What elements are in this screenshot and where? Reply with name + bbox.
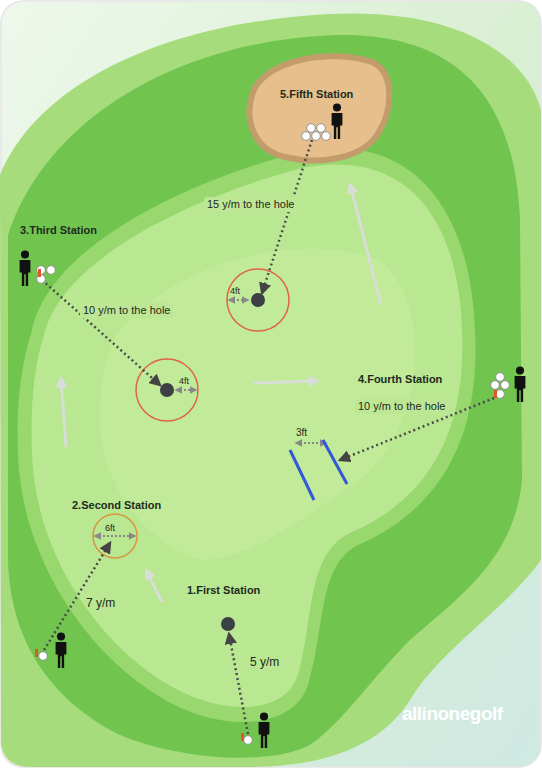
flow-arrow bbox=[350, 184, 381, 305]
players bbox=[20, 103, 526, 748]
station-label: 2.Second Station bbox=[72, 499, 161, 512]
tee bbox=[35, 649, 38, 657]
ball bbox=[322, 132, 331, 141]
dimension-label: 4ft bbox=[179, 376, 189, 386]
tee bbox=[38, 269, 41, 277]
dimension-line bbox=[95, 535, 135, 537]
putt-lines bbox=[42, 140, 494, 734]
gate bbox=[290, 440, 347, 500]
golfer bbox=[332, 103, 343, 139]
dimension-line bbox=[229, 299, 248, 301]
target-circle bbox=[136, 359, 198, 421]
distance-label: 15 y/m to the hole bbox=[204, 197, 297, 212]
tees bbox=[35, 269, 497, 741]
putt-line bbox=[229, 634, 248, 734]
ball bbox=[496, 373, 505, 382]
rough bbox=[0, 13, 541, 767]
direction-arrows bbox=[61, 184, 381, 602]
gate-line bbox=[323, 440, 347, 484]
distance-label: 5 y/m bbox=[250, 656, 279, 670]
putt-line bbox=[340, 398, 494, 460]
balls bbox=[37, 124, 510, 745]
putting-green bbox=[32, 164, 463, 707]
dimension-label: 3ft bbox=[296, 427, 307, 439]
hole bbox=[221, 617, 235, 631]
ball bbox=[47, 266, 56, 275]
golfer bbox=[20, 250, 31, 286]
golfer bbox=[56, 632, 67, 668]
ball bbox=[317, 124, 326, 133]
hole bbox=[251, 293, 265, 307]
gate-line bbox=[290, 450, 314, 500]
distance-label: 7 y/m bbox=[86, 597, 115, 611]
bunker bbox=[249, 56, 389, 160]
dimension-line bbox=[176, 389, 196, 391]
hole-targets bbox=[93, 269, 289, 631]
putt-line bbox=[42, 280, 160, 385]
station-label: 5.Fifth Station bbox=[280, 88, 353, 101]
ball bbox=[307, 124, 316, 133]
flow-arrow bbox=[61, 378, 66, 447]
flow-arrow bbox=[146, 570, 162, 602]
hole bbox=[160, 383, 174, 397]
distance-label: 10 y/m to the hole bbox=[355, 399, 448, 414]
dimension-label: 4ft bbox=[230, 286, 240, 296]
watermark: allinonegolf bbox=[402, 703, 503, 725]
ball bbox=[491, 381, 500, 390]
dimension-line bbox=[296, 442, 326, 444]
station-label: 4.Fourth Station bbox=[358, 373, 442, 386]
golfer bbox=[515, 366, 526, 402]
distance-label: 10 y/m to the hole bbox=[80, 303, 173, 318]
ball bbox=[244, 736, 253, 745]
ball bbox=[39, 652, 48, 661]
station-label: 1.First Station bbox=[187, 584, 260, 597]
target-circle bbox=[227, 269, 289, 331]
tee bbox=[494, 390, 497, 398]
dimension-label: 6ft bbox=[105, 523, 115, 533]
tee bbox=[241, 733, 244, 741]
putt-line bbox=[262, 140, 312, 293]
target-circle bbox=[93, 514, 137, 558]
ball bbox=[312, 132, 321, 141]
fringe bbox=[8, 35, 522, 758]
ball bbox=[501, 381, 510, 390]
flow-arrow bbox=[254, 381, 318, 383]
collar bbox=[18, 148, 476, 722]
golfer bbox=[259, 712, 270, 748]
station-label: 3.Third Station bbox=[20, 224, 97, 237]
ball bbox=[302, 132, 311, 141]
